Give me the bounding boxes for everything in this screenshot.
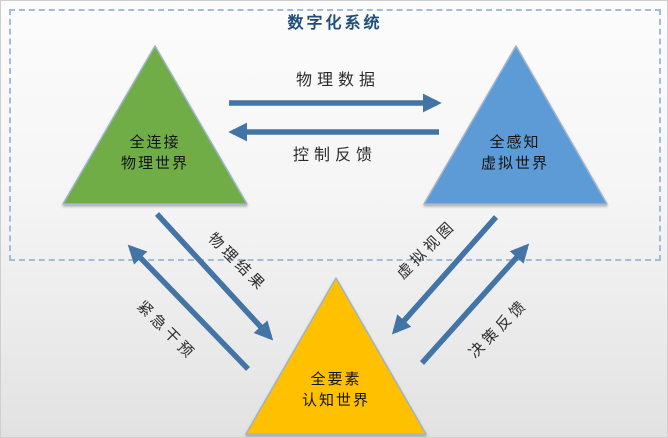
digital-system-boundary	[9, 9, 661, 261]
physical-result-arrow	[154, 212, 274, 341]
cognitive-world-label-line1: 全要素	[310, 370, 362, 388]
cognitive-world-triangle	[245, 277, 427, 435]
virtual-world-triangle	[423, 45, 608, 205]
physical-world-label-line1: 全连接	[129, 133, 181, 151]
physical-world-triangle	[62, 45, 248, 205]
physical-world-label: 全连接 物理世界	[121, 132, 189, 174]
cognitive-world-label: 全要素 认知世界	[302, 369, 370, 411]
decision-feedback-arrow	[419, 243, 530, 365]
cognitive-world-label-line2: 认知世界	[301, 391, 371, 409]
virtual-view-arrow	[391, 215, 499, 335]
control-feedback-label: 控制反馈	[292, 145, 378, 164]
virtual-world-label-line1: 全感知	[489, 133, 541, 151]
virtual-world-label-line2: 虚拟世界	[480, 154, 550, 172]
physical-world-label-line2: 物理世界	[120, 154, 190, 172]
physical-data-label: 物理数据	[295, 70, 381, 89]
virtual-world-label: 全感知 虚拟世界	[481, 132, 549, 174]
emergency-intervention-arrow	[127, 244, 250, 371]
diagram-title: 数字化系统	[287, 13, 383, 32]
